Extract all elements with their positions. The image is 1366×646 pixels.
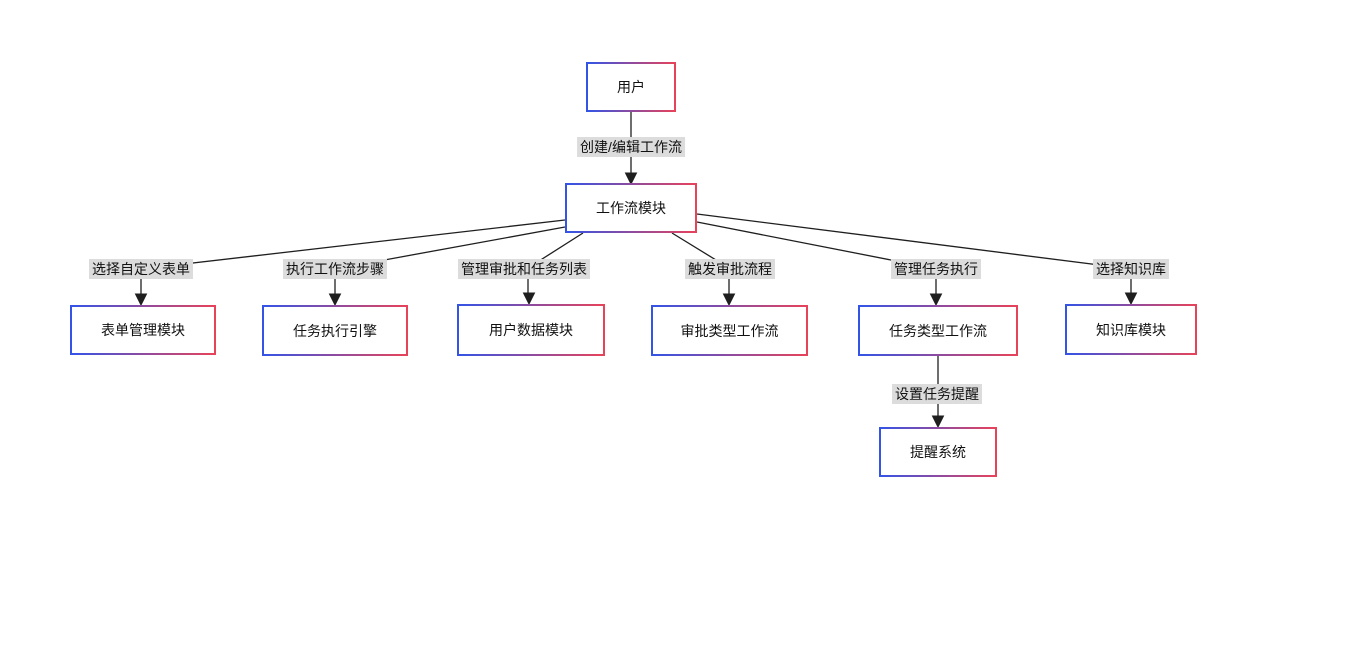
node-knowledge-base-module: 知识库模块 bbox=[1065, 304, 1197, 355]
node-user-data-module: 用户数据模块 bbox=[457, 304, 605, 356]
edge-label-select-knowledge-base: 选择知识库 bbox=[1093, 259, 1169, 279]
edge-label-manage-task-execution: 管理任务执行 bbox=[891, 259, 981, 279]
edge-label-set-task-reminder: 设置任务提醒 bbox=[892, 384, 982, 404]
node-approval-type-workflow: 审批类型工作流 bbox=[651, 305, 808, 356]
node-form-management-module: 表单管理模块 bbox=[70, 305, 216, 355]
node-workflow-module: 工作流模块 bbox=[565, 183, 697, 233]
edge-label-trigger-approval-process: 触发审批流程 bbox=[685, 259, 775, 279]
edge-label-create-edit-workflow: 创建/编辑工作流 bbox=[577, 137, 685, 157]
node-user: 用户 bbox=[586, 62, 676, 112]
node-reminder-system: 提醒系统 bbox=[879, 427, 997, 477]
node-task-execution-engine: 任务执行引擎 bbox=[262, 305, 408, 356]
node-task-type-workflow: 任务类型工作流 bbox=[858, 305, 1018, 356]
edge-label-execute-workflow-steps: 执行工作流步骤 bbox=[283, 259, 387, 279]
edge-label-manage-approval-task-list: 管理审批和任务列表 bbox=[458, 259, 590, 279]
edge-label-select-custom-form: 选择自定义表单 bbox=[89, 259, 193, 279]
